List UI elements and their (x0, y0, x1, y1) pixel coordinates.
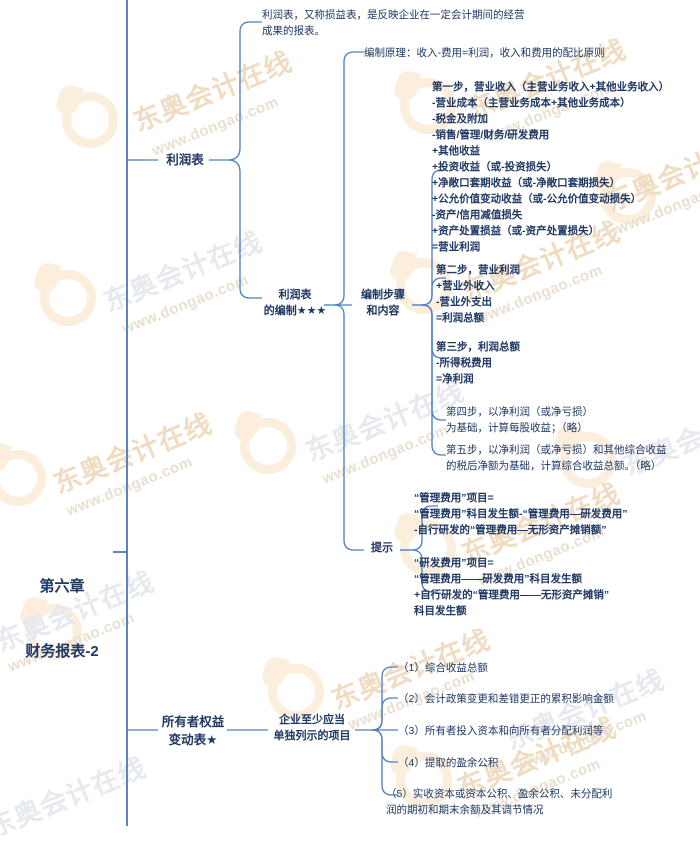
center-node[interactable]: 第六章 财务报表-2 (10, 532, 114, 706)
leaf-equity-item-1: （1）综合收益总额 (398, 662, 488, 674)
node-preparation-steps-label[interactable]: 编制步骤 和内容 (361, 289, 405, 317)
leaf-tip-admin-expense: “管理费用”项目= “管理费用”科目发生额-“管理费用—研发费用” -自行研发的… (414, 492, 628, 536)
leaf-equity-item-5: （5）实收资本或资本公积、盈余公积、未分配利 润的期初和期末余额及其调节情况 (386, 788, 613, 817)
leaf-tip-rd-expense: “研发费用”项目= “管理费用——研发费用”科目发生额 +自行研发的“管理费用—… (414, 557, 610, 617)
center-title-line2: 财务报表-2 (25, 642, 99, 660)
node-income-statement[interactable]: 利润表 (166, 153, 204, 167)
edge-items-to-item2 (371, 697, 398, 731)
leaf-step-1: 第一步，营业收入（主营业务收入+其他业务收入） -营业成本（主营业务成本+其他业… (432, 81, 670, 253)
edge-items-to-item5 (371, 729, 398, 796)
edge-steps-to-step2 (421, 277, 446, 306)
connector-lines (113, 0, 446, 826)
node-equity-items-label[interactable]: 企业至少应当 单独列示的项目 (273, 714, 351, 742)
mindmap-canvas: 东奥会计在线 www.dongao.com 东奥会计在线 www.dongao.… (0, 0, 700, 826)
leaf-preparation-principle: 编制原理：收入-费用=利润，收入和费用的配比原则 (364, 47, 605, 59)
leaf-step-3: 第三步，利润总额 -所得税费用 =净利润 (436, 341, 520, 385)
center-title-line1: 第六章 (39, 577, 85, 595)
edge-preparation-to-tips (333, 304, 364, 551)
edge-income-to-preparation (227, 159, 262, 299)
leaf-equity-item-3: （3）所有者投入资本和向所有者分配利润等 (398, 725, 604, 737)
leaf-step-4: 第四步，以净利润（或净亏损） 为基础，计算每股收益；（略） (446, 406, 593, 435)
edge-income-to-definition (227, 21, 262, 161)
node-preparation-tips-label[interactable]: 提示 (371, 542, 393, 554)
leaf-income-statement-definition: 利润表，又称损益表，是反映企业在一定会计期间的经营 成果的报表。 (262, 9, 525, 38)
leaf-equity-item-2: （2）会计政策变更和差错更正的累积影响金额 (398, 693, 614, 705)
edge-tips-to-tip1 (411, 505, 438, 551)
edge-preparation-to-principle (333, 51, 364, 306)
leaf-step-2: 第二步，营业利润 +营业外收入 -营业外支出 =利润总额 (436, 264, 520, 324)
edge-tips-to-tip2 (411, 549, 438, 593)
edge-items-to-item4 (371, 729, 398, 763)
node-equity-statement[interactable]: 所有者权益 变动表★ (161, 715, 225, 748)
node-income-statement-preparation[interactable]: 利润表 的编制★★★ (263, 289, 327, 317)
leaf-step-5: 第五步，以净利润（或净亏损）和其他综合收益 的税后净额为基础，计算综合收益总额。… (446, 444, 667, 473)
leaf-equity-item-4: （4）提取的盈余公积 (398, 757, 499, 769)
